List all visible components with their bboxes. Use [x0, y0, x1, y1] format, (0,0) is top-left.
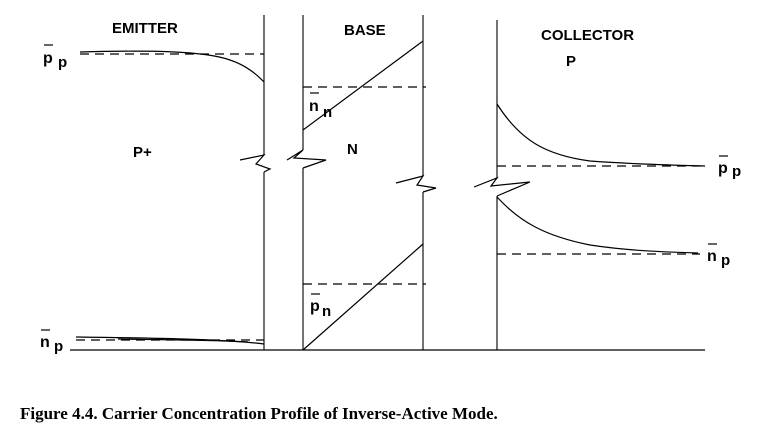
svg-text:n: n — [323, 104, 332, 121]
svg-text:n: n — [309, 98, 319, 115]
svg-text:n: n — [322, 303, 331, 320]
svg-text:p: p — [732, 163, 741, 180]
svg-text:p: p — [718, 160, 728, 177]
emitter-majority-symbol: p p — [43, 44, 67, 71]
collector-minority-symbol: n p — [707, 243, 730, 269]
base-label: BASE — [344, 22, 386, 39]
svg-text:p: p — [310, 298, 320, 315]
svg-text:p: p — [58, 54, 67, 71]
emitter-doping-label: P+ — [133, 144, 152, 161]
base-minority-symbol: p n — [310, 293, 331, 320]
svg-text:n: n — [707, 248, 717, 265]
collector-minority-curve — [496, 196, 699, 254]
svg-text:p: p — [54, 338, 63, 355]
collector-edge-bar — [395, 15, 531, 350]
svg-text:p: p — [43, 50, 53, 67]
collector-label: COLLECTOR — [541, 27, 634, 44]
base-minority-line — [302, 243, 424, 351]
emitter-majority-curve — [79, 50, 265, 83]
base-majority-line — [302, 40, 424, 131]
base-doping-label: N — [347, 141, 358, 158]
emitter-minority-symbol: n p — [40, 329, 63, 355]
figure-caption: Figure 4.4. Carrier Concentration Profil… — [20, 404, 498, 423]
svg-text:n: n — [40, 334, 50, 351]
collector-majority-symbol: p p — [718, 155, 741, 180]
svg-text:p: p — [721, 252, 730, 269]
emitter-minority-curve — [75, 336, 265, 345]
collector-doping-label: P — [566, 53, 576, 70]
emitter-edge-bar — [239, 15, 327, 350]
base-majority-symbol: n n — [309, 92, 332, 121]
collector-majority-curve — [496, 103, 706, 167]
emitter-label: EMITTER — [112, 20, 178, 37]
